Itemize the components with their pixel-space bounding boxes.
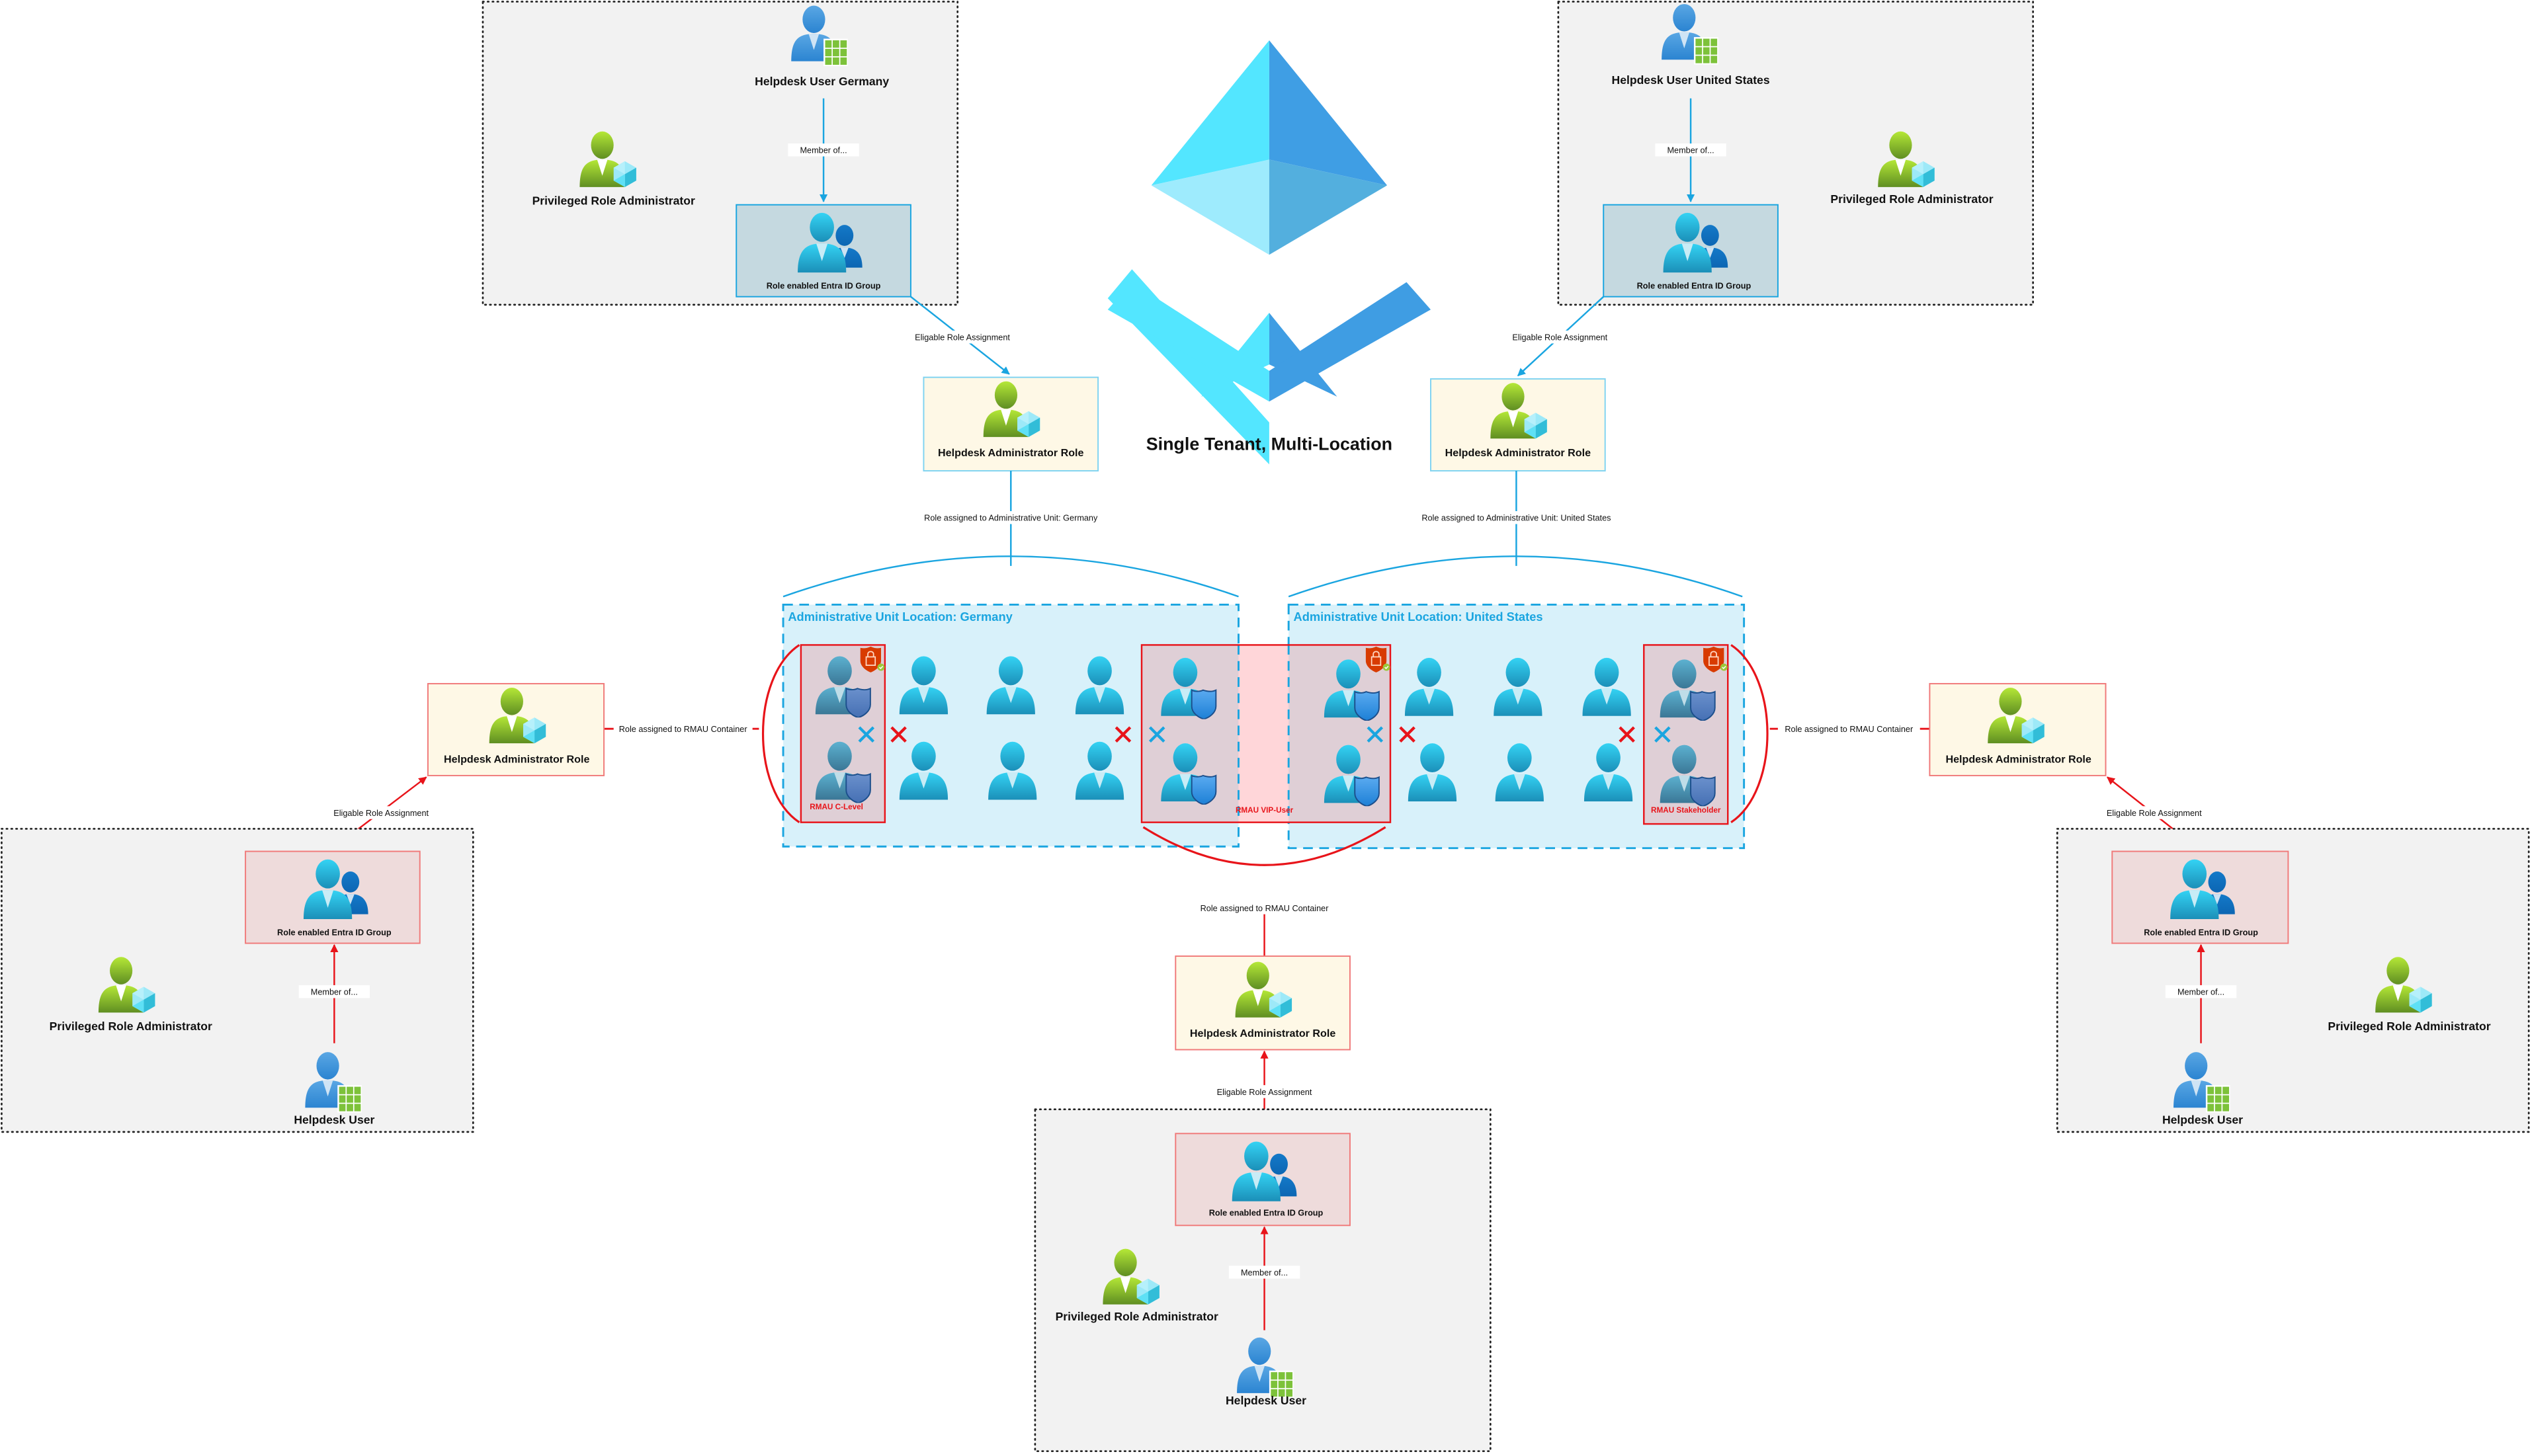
eligible-label-bottom: Eligable Role Assignment (1217, 1088, 1312, 1097)
privileged-admin-label: Privileged Role Administrator (1056, 1310, 1218, 1323)
member-of-label: Member of... (311, 988, 358, 997)
role-label: Helpdesk Administrator Role (1190, 1028, 1335, 1039)
admin-unit-germany-title: Administrative Unit Location: Germany (788, 610, 1013, 624)
privileged-admin-label: Privileged Role Administrator (50, 1020, 212, 1033)
zone-right: Role enabled Entra ID Group Member of...… (2056, 828, 2530, 1133)
zone-top-right: Helpdesk User United States Member of...… (1557, 1, 2034, 306)
helpdesk-user-label: Helpdesk User (1226, 1394, 1306, 1407)
member-of-label: Member of... (1241, 1268, 1288, 1277)
assign-label-left: Role assigned to RMAU Container (619, 725, 748, 734)
zone-top-left: Helpdesk User Germany Member of... Privi… (482, 1, 959, 306)
eligible-label-us: Eligable Role Assignment (1512, 333, 1607, 343)
group-label: Role enabled Entra ID Group (1209, 1209, 1324, 1218)
rmau-brace-right (1730, 644, 1769, 823)
privileged-admin-label: Privileged Role Administrator (2328, 1020, 2490, 1033)
rmau-vip-user-label: RMAU VIP-User (1236, 806, 1294, 815)
role-right[interactable]: Helpdesk Administrator Role (1929, 682, 2107, 776)
group-label: Role enabled Entra ID Group (2144, 928, 2258, 937)
admin-unit-us-title: Administrative Unit Location: United Sta… (1294, 610, 1543, 624)
assign-label-right: Role assigned to RMAU Container (1785, 725, 1914, 734)
rmau-stakeholder-label: RMAU Stakeholder (1651, 806, 1721, 815)
privileged-admin-label: Privileged Role Administrator (532, 194, 695, 208)
au-brace-us (1288, 555, 1743, 598)
role-label: Helpdesk Administrator Role (1945, 753, 2091, 765)
role-bottom[interactable]: Helpdesk Administrator Role (1175, 955, 1351, 1051)
assign-label-us: Role assigned to Administrative Unit: Un… (1421, 514, 1611, 523)
entra-id-logo-base (1107, 282, 1431, 402)
role-label: Helpdesk Administrator Role (444, 753, 589, 765)
eligible-label-germany: Eligable Role Assignment (915, 333, 1010, 343)
privileged-admin-label: Privileged Role Administrator (1830, 192, 1993, 206)
eligible-label-left: Eligable Role Assignment (333, 809, 429, 818)
assign-label-bottom: Role assigned to RMAU Container (1201, 904, 1329, 913)
helpdesk-user-us-label: Helpdesk User United States (1612, 73, 1770, 87)
group-label: Role enabled Entra ID Group (1637, 282, 1751, 291)
rmau-brace-bottom (1142, 826, 1386, 866)
au-brace-germany (782, 555, 1239, 598)
zone-bottom: Role enabled Entra ID Group Member of...… (1034, 1108, 1492, 1453)
member-of-label: Member of... (2177, 988, 2224, 997)
helpdesk-user-label: Helpdesk User (2162, 1113, 2243, 1127)
assign-label-germany: Role assigned to Administrative Unit: Ge… (924, 514, 1098, 523)
zone-left: Role enabled Entra ID Group Member of...… (1, 828, 474, 1133)
role-us[interactable]: Helpdesk Administrator Role (1430, 378, 1606, 472)
group-label: Role enabled Entra ID Group (277, 928, 392, 937)
eligible-label-right: Eligable Role Assignment (2107, 809, 2202, 818)
member-of-label: Member of... (800, 146, 847, 155)
diagram-title: Single Tenant, Multi-Location (1146, 434, 1392, 454)
helpdesk-user-germany-label: Helpdesk User Germany (755, 75, 889, 88)
role-label: Helpdesk Administrator Role (1445, 447, 1591, 459)
member-of-label: Member of... (1667, 146, 1714, 155)
entra-id-logo (1107, 40, 1388, 465)
role-germany[interactable]: Helpdesk Administrator Role (923, 376, 1099, 472)
role-left[interactable]: Helpdesk Administrator Role (427, 682, 605, 776)
rmau-c-level-label: RMAU C-Level (810, 803, 863, 811)
role-label: Helpdesk Administrator Role (938, 447, 1083, 459)
helpdesk-user-label: Helpdesk User (294, 1113, 374, 1127)
group-label: Role enabled Entra ID Group (767, 282, 881, 291)
rmau-brace-left (762, 644, 800, 823)
